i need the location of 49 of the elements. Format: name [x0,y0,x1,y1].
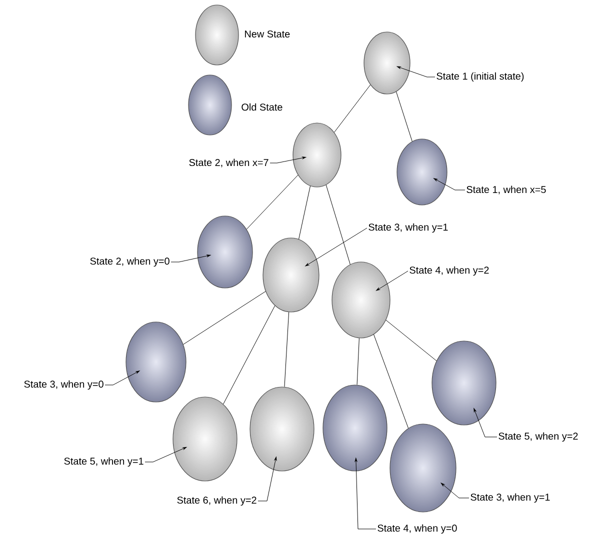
state-sphere [396,138,448,206]
leader-arrow [104,370,140,386]
leader-arrow [170,254,211,262]
state-sphere [364,32,410,94]
state-sphere [172,396,238,482]
state-label: State 6, when y=2 [177,496,256,506]
state-sphere [432,340,496,426]
legend-label: Old State [242,103,282,111]
leader-arrow [474,408,498,438]
state-sphere [126,322,186,402]
tree-line [326,184,350,265]
state-sphere [197,216,253,288]
leader-arrow [376,270,408,291]
tree-line [246,174,298,230]
state-label: State 2, when y=0 [90,257,170,267]
state-label: State 4, when y=2 [410,266,489,276]
leader-arrow [396,66,436,78]
legend-label: New State [245,30,290,38]
state-label: State 3, when y=1 [470,493,550,503]
state-sphere [390,424,456,512]
leader-arrow [440,482,470,498]
state-label: State 3, when y=1 [368,223,448,233]
tree-line [334,84,371,133]
state-sphere [292,122,342,188]
leader-arrow [258,456,277,502]
leader-arrow [144,446,187,462]
state-label: State 3, when y=0 [24,380,104,390]
state-sphere [262,238,320,312]
leader-arrow [434,178,466,190]
tree-line [183,291,266,345]
state-label: State 5, when y=1 [64,457,144,467]
leader-arrow [354,458,376,530]
tree-line [373,334,409,428]
state-label: State 4, when y=0 [378,524,457,534]
leader-arrow [305,228,368,266]
tree-line [356,338,360,386]
state-sphere [322,384,388,472]
tree-line [386,320,437,362]
state-sphere [250,386,314,472]
tree-line [298,186,311,240]
state-label: State 5, when y=2 [498,432,578,442]
tree-line [396,91,412,142]
state-label: State 1 (initial state) [436,72,524,82]
state-label: State 2, when x=7 [189,158,268,168]
leader-arrow [270,156,306,164]
state-sphere [332,262,390,338]
tree-line [284,312,290,388]
tree-line [223,305,276,404]
state-label: State 1, when x=5 [466,186,546,194]
